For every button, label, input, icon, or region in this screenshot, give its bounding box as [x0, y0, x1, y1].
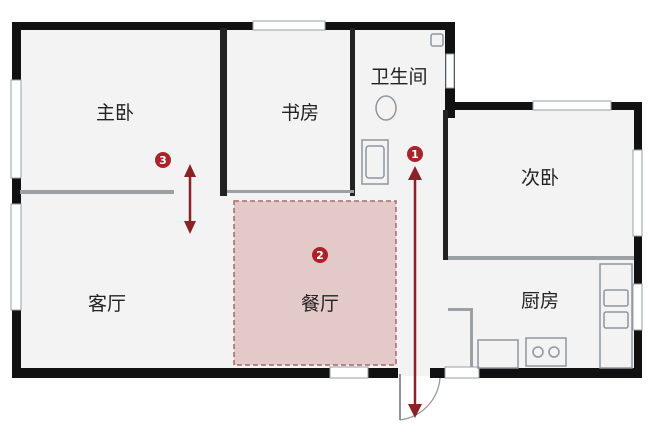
label-master-bedroom: 主卧 — [96, 102, 134, 124]
marker-2: 2 — [312, 247, 328, 263]
label-dining-room: 餐厅 — [301, 293, 339, 315]
thin-walls — [20, 190, 634, 370]
label-living-room: 客厅 — [88, 293, 126, 315]
svg-text:3: 3 — [159, 154, 167, 167]
marker-3: 3 — [155, 152, 171, 168]
entrance-door — [399, 374, 441, 421]
svg-text:2: 2 — [316, 249, 324, 262]
arrows — [184, 164, 422, 418]
kitchen-fixtures — [477, 263, 633, 369]
label-second-bedroom: 次卧 — [521, 167, 559, 189]
marker-1: 1 — [407, 146, 423, 162]
dining-highlight-area — [233, 200, 397, 366]
interior-walls — [220, 28, 448, 260]
svg-text:1: 1 — [411, 148, 419, 161]
bathroom-fixtures — [361, 33, 444, 185]
label-kitchen: 厨房 — [521, 290, 559, 312]
label-bathroom: 卫生间 — [370, 66, 427, 88]
label-study: 书房 — [281, 102, 319, 124]
windows — [10, 20, 643, 379]
